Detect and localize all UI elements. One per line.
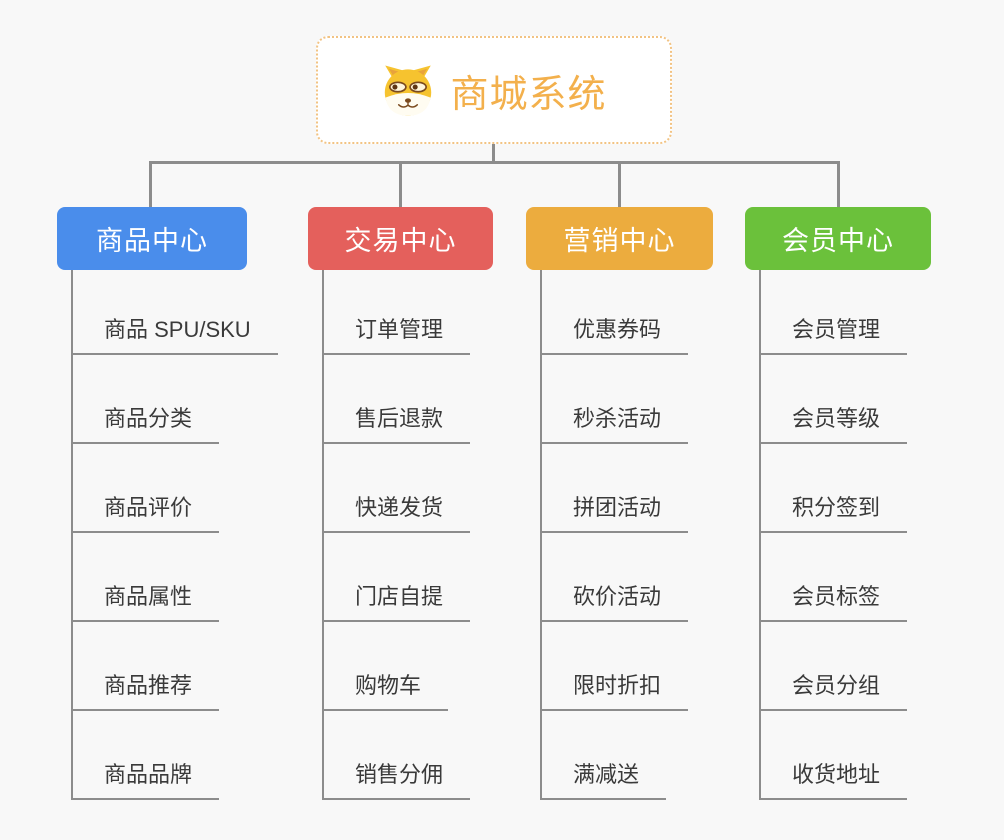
connector-root-stem (492, 143, 495, 162)
connector-drop-marketing (618, 161, 621, 208)
connector-drop-product (149, 161, 152, 208)
child-node[interactable]: 满减送 (540, 757, 667, 800)
child-node[interactable]: 会员等级 (759, 401, 908, 444)
child-node[interactable]: 收货地址 (759, 757, 908, 800)
branch-node-product-center[interactable]: 商品中心 (57, 207, 247, 270)
child-node[interactable]: 商品属性 (71, 579, 220, 622)
connector-drop-member (837, 161, 840, 208)
child-node[interactable]: 快递发货 (322, 490, 471, 533)
branch-node-marketing-center[interactable]: 营销中心 (526, 207, 713, 270)
child-node[interactable]: 会员管理 (759, 312, 908, 355)
connector-spine-product (71, 270, 73, 800)
child-node[interactable]: 砍价活动 (540, 579, 689, 622)
branch-label: 商品中心 (96, 226, 208, 256)
root-title: 商城系统 (450, 73, 607, 116)
connector-spine-trade (322, 270, 324, 800)
child-node[interactable]: 会员标签 (759, 579, 908, 622)
root-node[interactable]: 商城系统 (316, 36, 672, 144)
child-node[interactable]: 拼团活动 (540, 490, 689, 533)
child-node[interactable]: 会员分组 (759, 668, 908, 711)
child-node[interactable]: 积分签到 (759, 490, 908, 533)
children-column-product: 商品 SPU/SKU 商品分类 商品评价 商品属性 商品推荐 商品品牌 (71, 266, 326, 800)
connector-spine-member (759, 270, 761, 800)
child-node[interactable]: 销售分佣 (322, 757, 471, 800)
connector-drop-trade (399, 161, 402, 208)
branch-node-member-center[interactable]: 会员中心 (745, 207, 931, 270)
connector-bus (149, 161, 840, 164)
branch-node-trade-center[interactable]: 交易中心 (308, 207, 493, 270)
child-node[interactable]: 商品推荐 (71, 668, 220, 711)
child-node[interactable]: 订单管理 (322, 312, 471, 355)
children-column-member: 会员管理 会员等级 积分签到 会员标签 会员分组 收货地址 (759, 266, 1004, 800)
child-node[interactable]: 购物车 (322, 668, 449, 711)
child-node[interactable]: 商品分类 (71, 401, 220, 444)
branch-label: 交易中心 (344, 226, 457, 256)
child-node[interactable]: 商品 SPU/SKU (71, 312, 278, 355)
connector-spine-marketing (540, 270, 542, 800)
child-node[interactable]: 门店自提 (322, 579, 471, 622)
child-node[interactable]: 商品评价 (71, 490, 220, 533)
children-column-trade: 订单管理 售后退款 快递发货 门店自提 购物车 销售分佣 (322, 266, 577, 800)
child-node[interactable]: 售后退款 (322, 401, 471, 444)
child-node[interactable]: 限时折扣 (540, 668, 689, 711)
branch-label: 会员中心 (782, 226, 894, 256)
child-node[interactable]: 秒杀活动 (540, 401, 689, 444)
child-node[interactable]: 商品品牌 (71, 757, 220, 800)
children-column-marketing: 优惠券码 秒杀活动 拼团活动 砍价活动 限时折扣 满减送 (540, 266, 795, 800)
doge-icon (385, 65, 432, 116)
child-node[interactable]: 优惠券码 (540, 312, 689, 355)
branch-label: 营销中心 (563, 226, 676, 256)
